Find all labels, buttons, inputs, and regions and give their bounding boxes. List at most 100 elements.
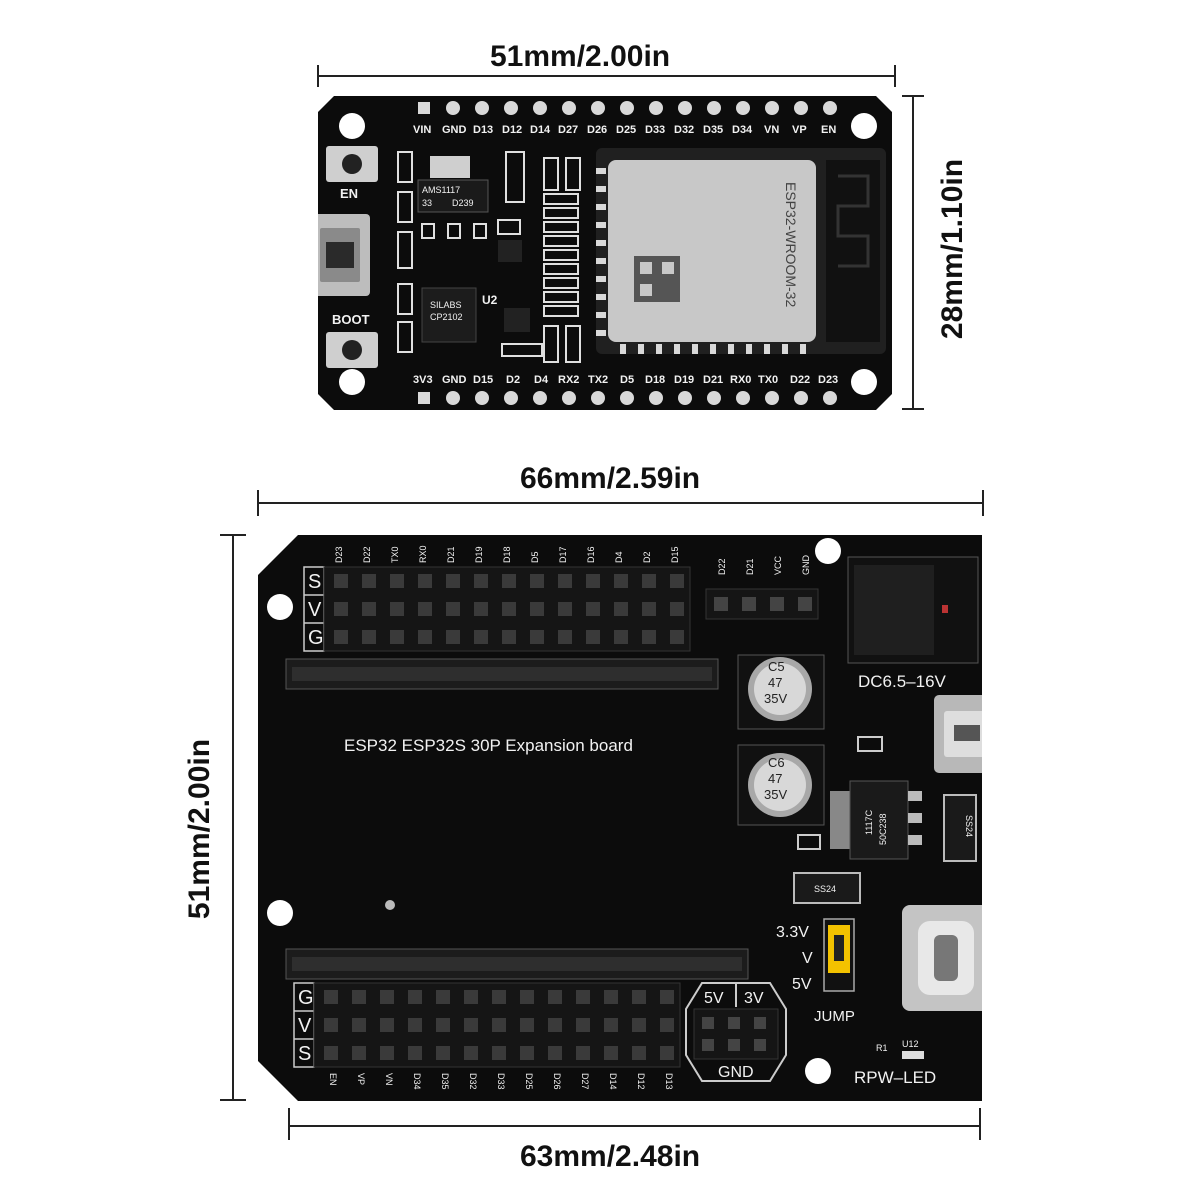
mount-hole — [339, 369, 365, 395]
header-pin — [352, 1046, 366, 1060]
ams1117-regulator: AMS1117 33 D239 — [417, 156, 489, 213]
led-label: RPW–LED — [854, 1068, 936, 1087]
pin-label: D35 — [440, 1073, 450, 1090]
header-pin — [408, 1018, 422, 1032]
top-header-pin-labels: D23 D22 TX0 RX0 D21 D19 D18 D5 D17 D16 D… — [334, 545, 680, 563]
header-pin — [446, 602, 460, 616]
pin-label: D17 — [558, 546, 568, 563]
row-letter: G — [298, 987, 314, 1009]
cap-label: C6 — [768, 755, 785, 770]
pin-label: TX0 — [390, 546, 400, 563]
header-pin — [352, 990, 366, 1004]
pin-label: D22 — [362, 546, 372, 563]
power-led — [902, 1051, 924, 1059]
bottom-pin-pads — [418, 391, 837, 405]
header-pin — [464, 990, 478, 1004]
smd-part — [797, 834, 821, 850]
header-pin — [642, 630, 656, 644]
pin-label: D21 — [703, 374, 723, 386]
voltage-jumper[interactable] — [823, 918, 855, 992]
row-letter: V — [308, 599, 322, 621]
header-pin — [614, 602, 628, 616]
expansion-width-bottom-label: 63mm/2.48in — [520, 1140, 701, 1173]
header-pin — [548, 1046, 562, 1060]
header-pin — [362, 630, 376, 644]
header-pin — [576, 1046, 590, 1060]
header-pin — [446, 574, 460, 588]
top-row-letters: S V G — [308, 571, 324, 649]
header-pin — [548, 990, 562, 1004]
pin-label: VN — [764, 124, 779, 136]
header-pin — [362, 602, 376, 616]
passive-components — [397, 151, 581, 363]
jump-label: JUMP — [814, 1008, 855, 1025]
transistor — [504, 308, 530, 332]
header-pin — [604, 990, 618, 1004]
expansion-board: S V G D23 D22 TX0 RX0 D21 D19 D18 D5 D17… — [258, 535, 982, 1101]
mount-hole — [851, 369, 877, 395]
expansion-height-label: 51mm/2.00in — [183, 738, 216, 920]
pin-label: D13 — [664, 1073, 674, 1090]
header-pin — [520, 1018, 534, 1032]
en-button[interactable] — [326, 146, 378, 182]
usb-c-port[interactable] — [902, 905, 982, 1011]
regulator-sub: 33 — [422, 198, 432, 208]
header-3v-label: 3V — [744, 990, 764, 1007]
cap-label: C5 — [768, 659, 785, 674]
header-pin — [474, 574, 488, 588]
pin-label: D16 — [586, 546, 596, 563]
pin-label: VP — [356, 1073, 366, 1085]
top-pin-pads — [418, 101, 837, 115]
pin-label: VP — [792, 124, 807, 136]
bottom-pin-labels: 3V3 GND D15 D2 D4 RX2 TX2 D5 D18 D19 D21… — [413, 374, 838, 386]
row-letter: S — [298, 1043, 311, 1065]
header-pin — [380, 990, 394, 1004]
pin-label: D19 — [674, 374, 694, 386]
pin-label: D14 — [530, 124, 551, 136]
cap-label: 47 — [768, 771, 782, 786]
pin-label: D27 — [580, 1073, 590, 1090]
header-pin — [492, 1018, 506, 1032]
cap-label: 35V — [764, 691, 787, 706]
header-pin — [614, 630, 628, 644]
micro-usb-port[interactable] — [318, 214, 370, 296]
1117-regulator: 1117C 50C238 — [830, 780, 922, 860]
header-pin — [632, 1018, 646, 1032]
header-pin — [324, 990, 338, 1004]
header-pin — [520, 1046, 534, 1060]
esp32-width-label: 51mm/2.00in — [490, 40, 671, 73]
module-name: ESP32-WROOM-32 — [783, 182, 799, 307]
header-pin — [502, 574, 516, 588]
micro-usb-port[interactable] — [934, 695, 982, 773]
usb-chip-ref: U2 — [482, 293, 498, 307]
header-pin — [492, 990, 506, 1004]
top-header-pins — [334, 574, 684, 644]
pin-label: TX0 — [758, 374, 778, 386]
pin-label: D23 — [334, 546, 344, 563]
diode-label: SS24 — [814, 884, 836, 894]
pin-label: TX2 — [588, 374, 608, 386]
pin-label: D22 — [717, 558, 727, 575]
header-pin — [380, 1018, 394, 1032]
pin-label: D34 — [412, 1073, 422, 1090]
row-letter: V — [298, 1015, 312, 1037]
pin-label: D27 — [558, 124, 578, 136]
pin-label: GND — [801, 555, 811, 576]
en-button-label: EN — [340, 186, 358, 201]
header-pin — [418, 630, 432, 644]
boot-button[interactable] — [326, 332, 378, 368]
regulator-label: AMS1117 — [422, 185, 460, 195]
regulator-code: D239 — [452, 198, 474, 208]
pin-label: D34 — [732, 124, 753, 136]
capacitor-c5: C5 47 35V — [737, 654, 825, 730]
pin-label: D33 — [496, 1073, 506, 1090]
pin-label: D21 — [745, 558, 755, 575]
header-pin — [530, 630, 544, 644]
dc-power-jack[interactable] — [847, 556, 979, 664]
jumper-v-label: V — [802, 950, 813, 967]
header-pin — [632, 990, 646, 1004]
header-pin — [334, 630, 348, 644]
header-pin — [660, 1018, 674, 1032]
smd-part — [857, 736, 883, 752]
header-pin — [390, 574, 404, 588]
